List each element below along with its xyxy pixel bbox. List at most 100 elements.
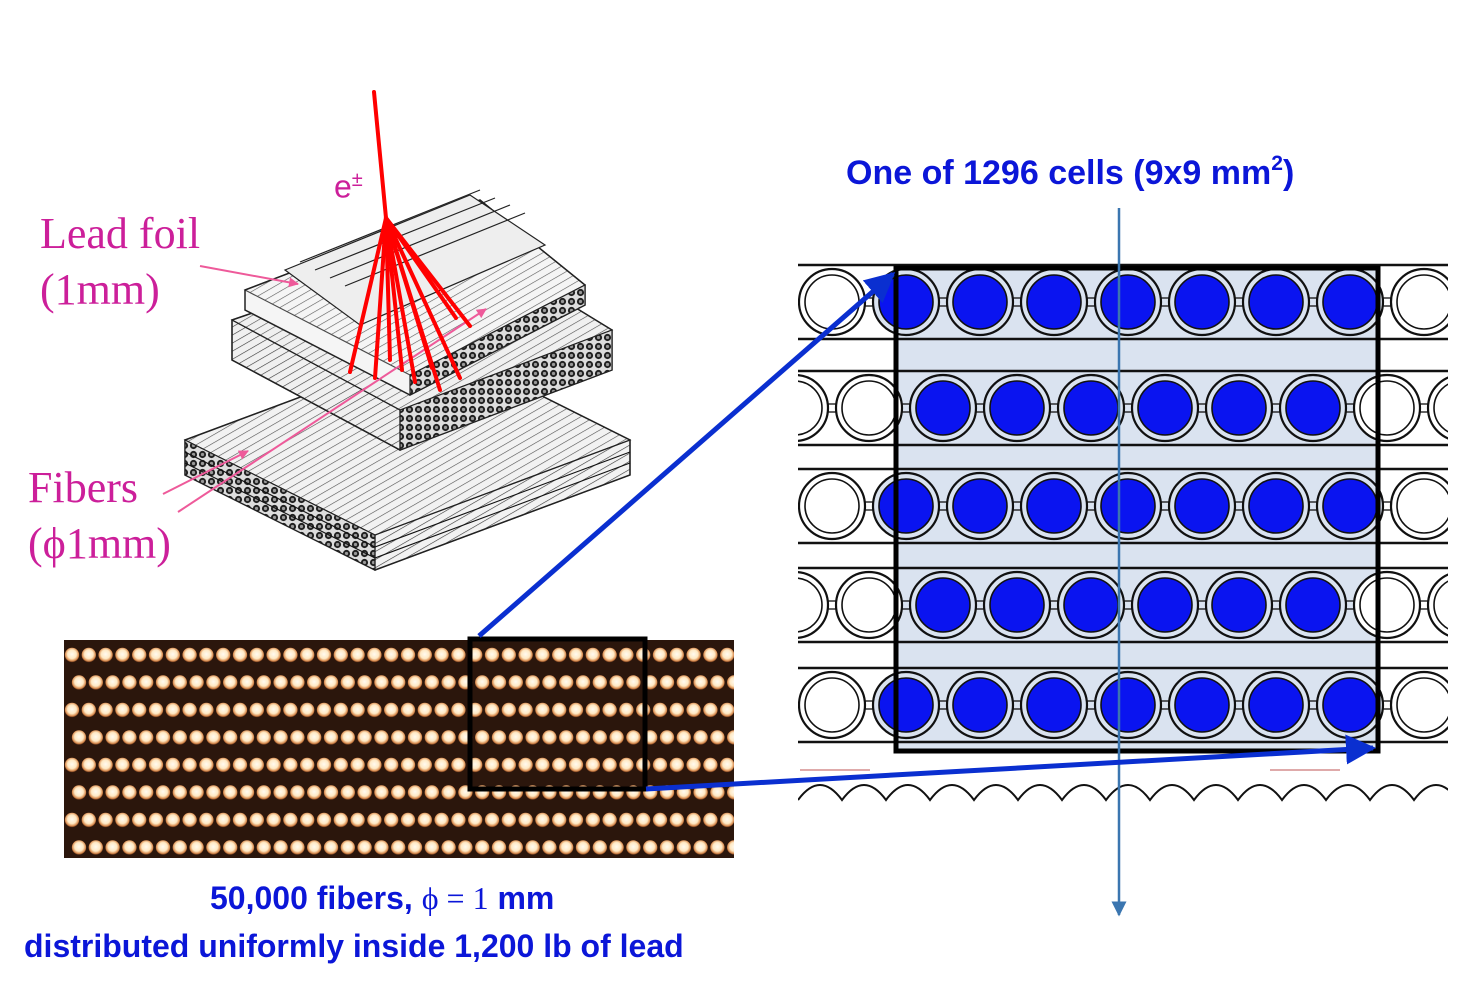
micro-fiber bbox=[407, 730, 423, 745]
micro-fiber bbox=[340, 840, 355, 855]
micro-fiber bbox=[81, 647, 97, 663]
micro-fiber bbox=[239, 785, 255, 800]
micro-fiber bbox=[535, 757, 550, 773]
micro-fiber bbox=[98, 812, 113, 828]
micro-fiber bbox=[367, 812, 382, 828]
fiber-dot bbox=[1100, 677, 1156, 733]
micro-fiber bbox=[374, 840, 389, 855]
micro-fiber bbox=[535, 812, 550, 828]
micro-fiber bbox=[568, 757, 584, 773]
micro-fiber bbox=[542, 675, 557, 690]
caption-line2: distributed uniformly inside 1,200 lb of… bbox=[24, 928, 684, 964]
micro-fiber bbox=[542, 730, 557, 745]
lead-foil-line1: Lead foil bbox=[40, 209, 201, 258]
micro-fiber bbox=[333, 647, 348, 663]
micro-fiber bbox=[602, 647, 617, 663]
micro-fiber bbox=[64, 647, 80, 663]
module-sketch bbox=[183, 189, 632, 571]
micro-fiber bbox=[525, 730, 540, 745]
micro-fiber bbox=[424, 730, 439, 745]
micro-fiber bbox=[307, 675, 322, 690]
micro-fiber bbox=[148, 647, 164, 663]
micro-fiber bbox=[400, 702, 416, 718]
micro-fiber bbox=[535, 647, 550, 663]
micro-fiber bbox=[676, 730, 691, 745]
micro-fiber bbox=[374, 675, 389, 690]
fiber-dot-outside bbox=[804, 677, 860, 733]
micro-fiber bbox=[122, 840, 137, 855]
micro-fiber bbox=[64, 812, 80, 828]
micro-fiber bbox=[64, 702, 80, 718]
micro-fiber bbox=[182, 702, 197, 718]
micro-fiber bbox=[155, 785, 171, 800]
micro-fiber bbox=[182, 647, 197, 663]
micro-fiber bbox=[139, 840, 154, 855]
micro-fiber bbox=[676, 840, 691, 855]
micro-fiber bbox=[300, 702, 315, 718]
micro-fiber bbox=[249, 702, 264, 718]
micro-fiber bbox=[491, 675, 507, 690]
micro-fiber bbox=[508, 840, 523, 855]
fiber-dot-outside bbox=[804, 274, 860, 330]
micro-fiber bbox=[165, 647, 180, 663]
micro-fiber bbox=[172, 730, 187, 745]
micro-fiber bbox=[239, 730, 255, 745]
fiber-dot bbox=[1285, 380, 1341, 436]
micro-fiber bbox=[693, 785, 708, 800]
micro-fiber bbox=[105, 785, 120, 800]
fiber-dot-outside bbox=[798, 577, 823, 633]
micro-fiber bbox=[508, 730, 523, 745]
micro-fiber bbox=[727, 840, 734, 855]
zoom-arrows bbox=[477, 272, 1376, 792]
micro-fiber bbox=[407, 675, 423, 690]
micro-fiber bbox=[518, 647, 533, 663]
micro-fiber bbox=[300, 812, 315, 828]
micro-fiber bbox=[139, 730, 154, 745]
micro-fiber bbox=[391, 675, 406, 690]
micro-fiber bbox=[206, 840, 221, 855]
micro-fiber bbox=[619, 647, 634, 663]
micro-fiber bbox=[307, 840, 322, 855]
fiber-dot bbox=[1211, 577, 1267, 633]
micro-fiber bbox=[357, 785, 372, 800]
micro-fiber bbox=[323, 675, 339, 690]
micro-fiber bbox=[155, 840, 171, 855]
micro-fiber bbox=[710, 730, 725, 745]
micro-fiber bbox=[400, 647, 416, 663]
fibers-line1: Fibers bbox=[28, 463, 138, 512]
micro-fiber bbox=[727, 785, 734, 800]
micro-fiber bbox=[720, 812, 734, 828]
micro-fiber bbox=[391, 785, 406, 800]
micro-fiber bbox=[199, 647, 214, 663]
micro-fiber bbox=[216, 647, 231, 663]
micro-fiber bbox=[172, 675, 187, 690]
micro-fiber bbox=[71, 840, 87, 855]
micro-fiber bbox=[172, 785, 187, 800]
micro-fiber bbox=[720, 702, 734, 718]
micro-fiber bbox=[266, 812, 281, 828]
micro-fiber bbox=[350, 647, 365, 663]
micro-fiber bbox=[484, 702, 500, 718]
micro-fiber bbox=[323, 730, 339, 745]
fiber-dot bbox=[952, 274, 1008, 330]
micro-fiber bbox=[323, 785, 339, 800]
fiber-dot bbox=[1026, 677, 1082, 733]
fiber-dot bbox=[952, 677, 1008, 733]
micro-fiber bbox=[165, 757, 180, 773]
micro-fiber bbox=[367, 757, 382, 773]
micro-fiber bbox=[199, 702, 214, 718]
micro-fiber bbox=[602, 812, 617, 828]
micro-fiber bbox=[441, 675, 456, 690]
micro-fiber bbox=[501, 812, 516, 828]
fiber-dot-outside bbox=[1396, 677, 1448, 733]
micro-fiber bbox=[686, 812, 701, 828]
micro-fiber bbox=[676, 675, 691, 690]
micro-fiber bbox=[165, 812, 180, 828]
micro-fiber bbox=[232, 757, 248, 773]
micro-fiber bbox=[727, 675, 734, 690]
micro-fiber bbox=[441, 840, 456, 855]
lead-foil-label: Lead foil (1mm) bbox=[40, 212, 200, 312]
micro-fiber bbox=[357, 840, 372, 855]
micro-fiber bbox=[434, 757, 449, 773]
micro-fiber bbox=[367, 647, 382, 663]
